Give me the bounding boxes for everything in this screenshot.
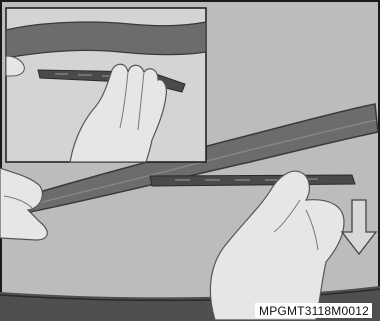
figure-code: MPGMT3118M0012 [255,303,372,318]
inset-detail [6,8,206,162]
